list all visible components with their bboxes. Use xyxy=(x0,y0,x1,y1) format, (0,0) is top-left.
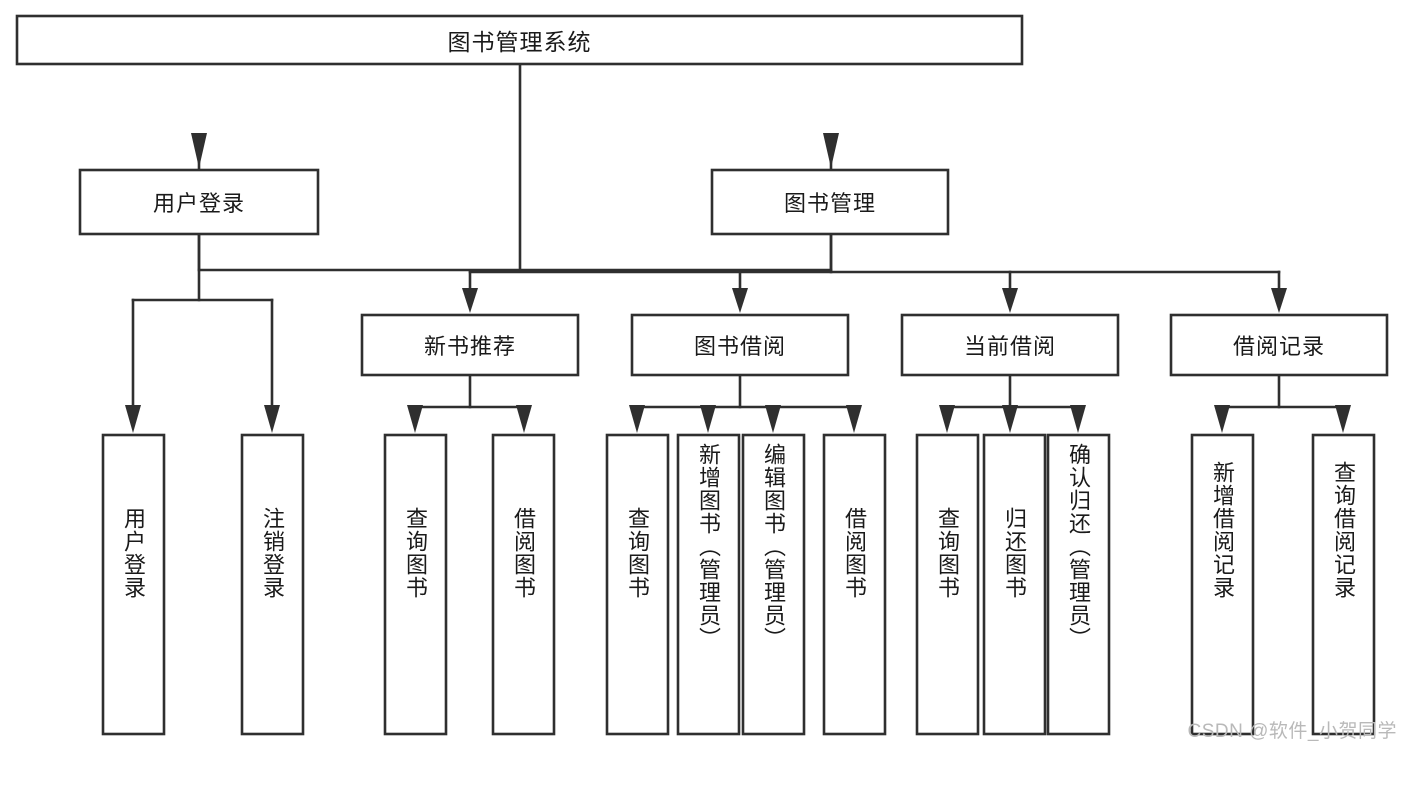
arrow-head-leaf-query-record xyxy=(1335,405,1351,433)
node-box-leaf-add-record[interactable] xyxy=(1190,433,1255,736)
arrow-head-leaf-query-book-1 xyxy=(407,405,423,433)
arrow-head-leaf-query-book-2 xyxy=(629,405,645,433)
connector-group-borrow-record xyxy=(1214,373,1351,433)
arrow-head-leaf-edit-book xyxy=(765,405,781,433)
arrow-head-new-book-rec xyxy=(462,288,478,313)
node-box-borrow-record[interactable] xyxy=(1169,313,1389,377)
arrow-head-current-borrow xyxy=(1002,288,1018,313)
connector-group-book-borrow xyxy=(629,373,862,433)
connector-group-user-login xyxy=(125,232,280,433)
connector-group-current-borrow xyxy=(939,373,1086,433)
node-box-leaf-borrow-book-1[interactable] xyxy=(491,433,556,736)
arrow-head-leaf-query-book-3 xyxy=(939,405,955,433)
arrow-head-leaf-borrow-book-2 xyxy=(846,405,862,433)
diagram-canvas: 图书管理系统 用户登录 图书管理 新书推荐 图书借阅 当前借阅 借阅记录 用户登… xyxy=(15,14,1397,742)
arrow-head-leaf-return-book xyxy=(1002,405,1018,433)
node-box-leaf-add-book[interactable] xyxy=(676,433,741,736)
node-box-new-book-rec[interactable] xyxy=(360,313,580,377)
node-box-book-manage[interactable] xyxy=(710,168,950,236)
node-box-root[interactable] xyxy=(15,14,1024,66)
node-box-leaf-borrow-book-2[interactable] xyxy=(822,433,887,736)
node-box-current-borrow[interactable] xyxy=(900,313,1120,377)
node-box-leaf-query-book-2[interactable] xyxy=(605,433,670,736)
arrow-head-user-login xyxy=(191,133,207,168)
node-box-leaf-query-book-1[interactable] xyxy=(383,433,448,736)
arrow-head-leaf-borrow-book-1 xyxy=(516,405,532,433)
node-box-leaf-edit-book[interactable] xyxy=(741,433,806,736)
arrow-head-leaf-confirm-return xyxy=(1070,405,1086,433)
connector-group-book-manage xyxy=(462,231,1287,313)
node-box-leaf-user-login[interactable] xyxy=(101,433,166,736)
connector-group-new-book-rec xyxy=(407,373,532,433)
arrow-head-book-manage xyxy=(823,133,839,168)
arrow-head-leaf-add-book xyxy=(700,405,716,433)
arrow-head-leaf-user-logout xyxy=(264,405,280,433)
arrow-head-borrow-record xyxy=(1271,288,1287,313)
node-box-leaf-query-record[interactable] xyxy=(1311,433,1376,736)
hierarchy-diagram-svg xyxy=(15,14,1389,736)
node-box-leaf-return-book[interactable] xyxy=(982,433,1047,736)
node-box-user-login[interactable] xyxy=(78,168,320,236)
connector-group-root xyxy=(191,62,839,272)
node-box-leaf-user-logout[interactable] xyxy=(240,433,305,736)
node-box-leaf-query-book-3[interactable] xyxy=(915,433,980,736)
node-box-leaf-confirm-return[interactable] xyxy=(1046,433,1111,736)
arrow-head-leaf-user-login xyxy=(125,405,141,433)
node-box-book-borrow[interactable] xyxy=(630,313,850,377)
arrow-head-leaf-add-record xyxy=(1214,405,1230,433)
arrow-head-book-borrow xyxy=(732,288,748,313)
